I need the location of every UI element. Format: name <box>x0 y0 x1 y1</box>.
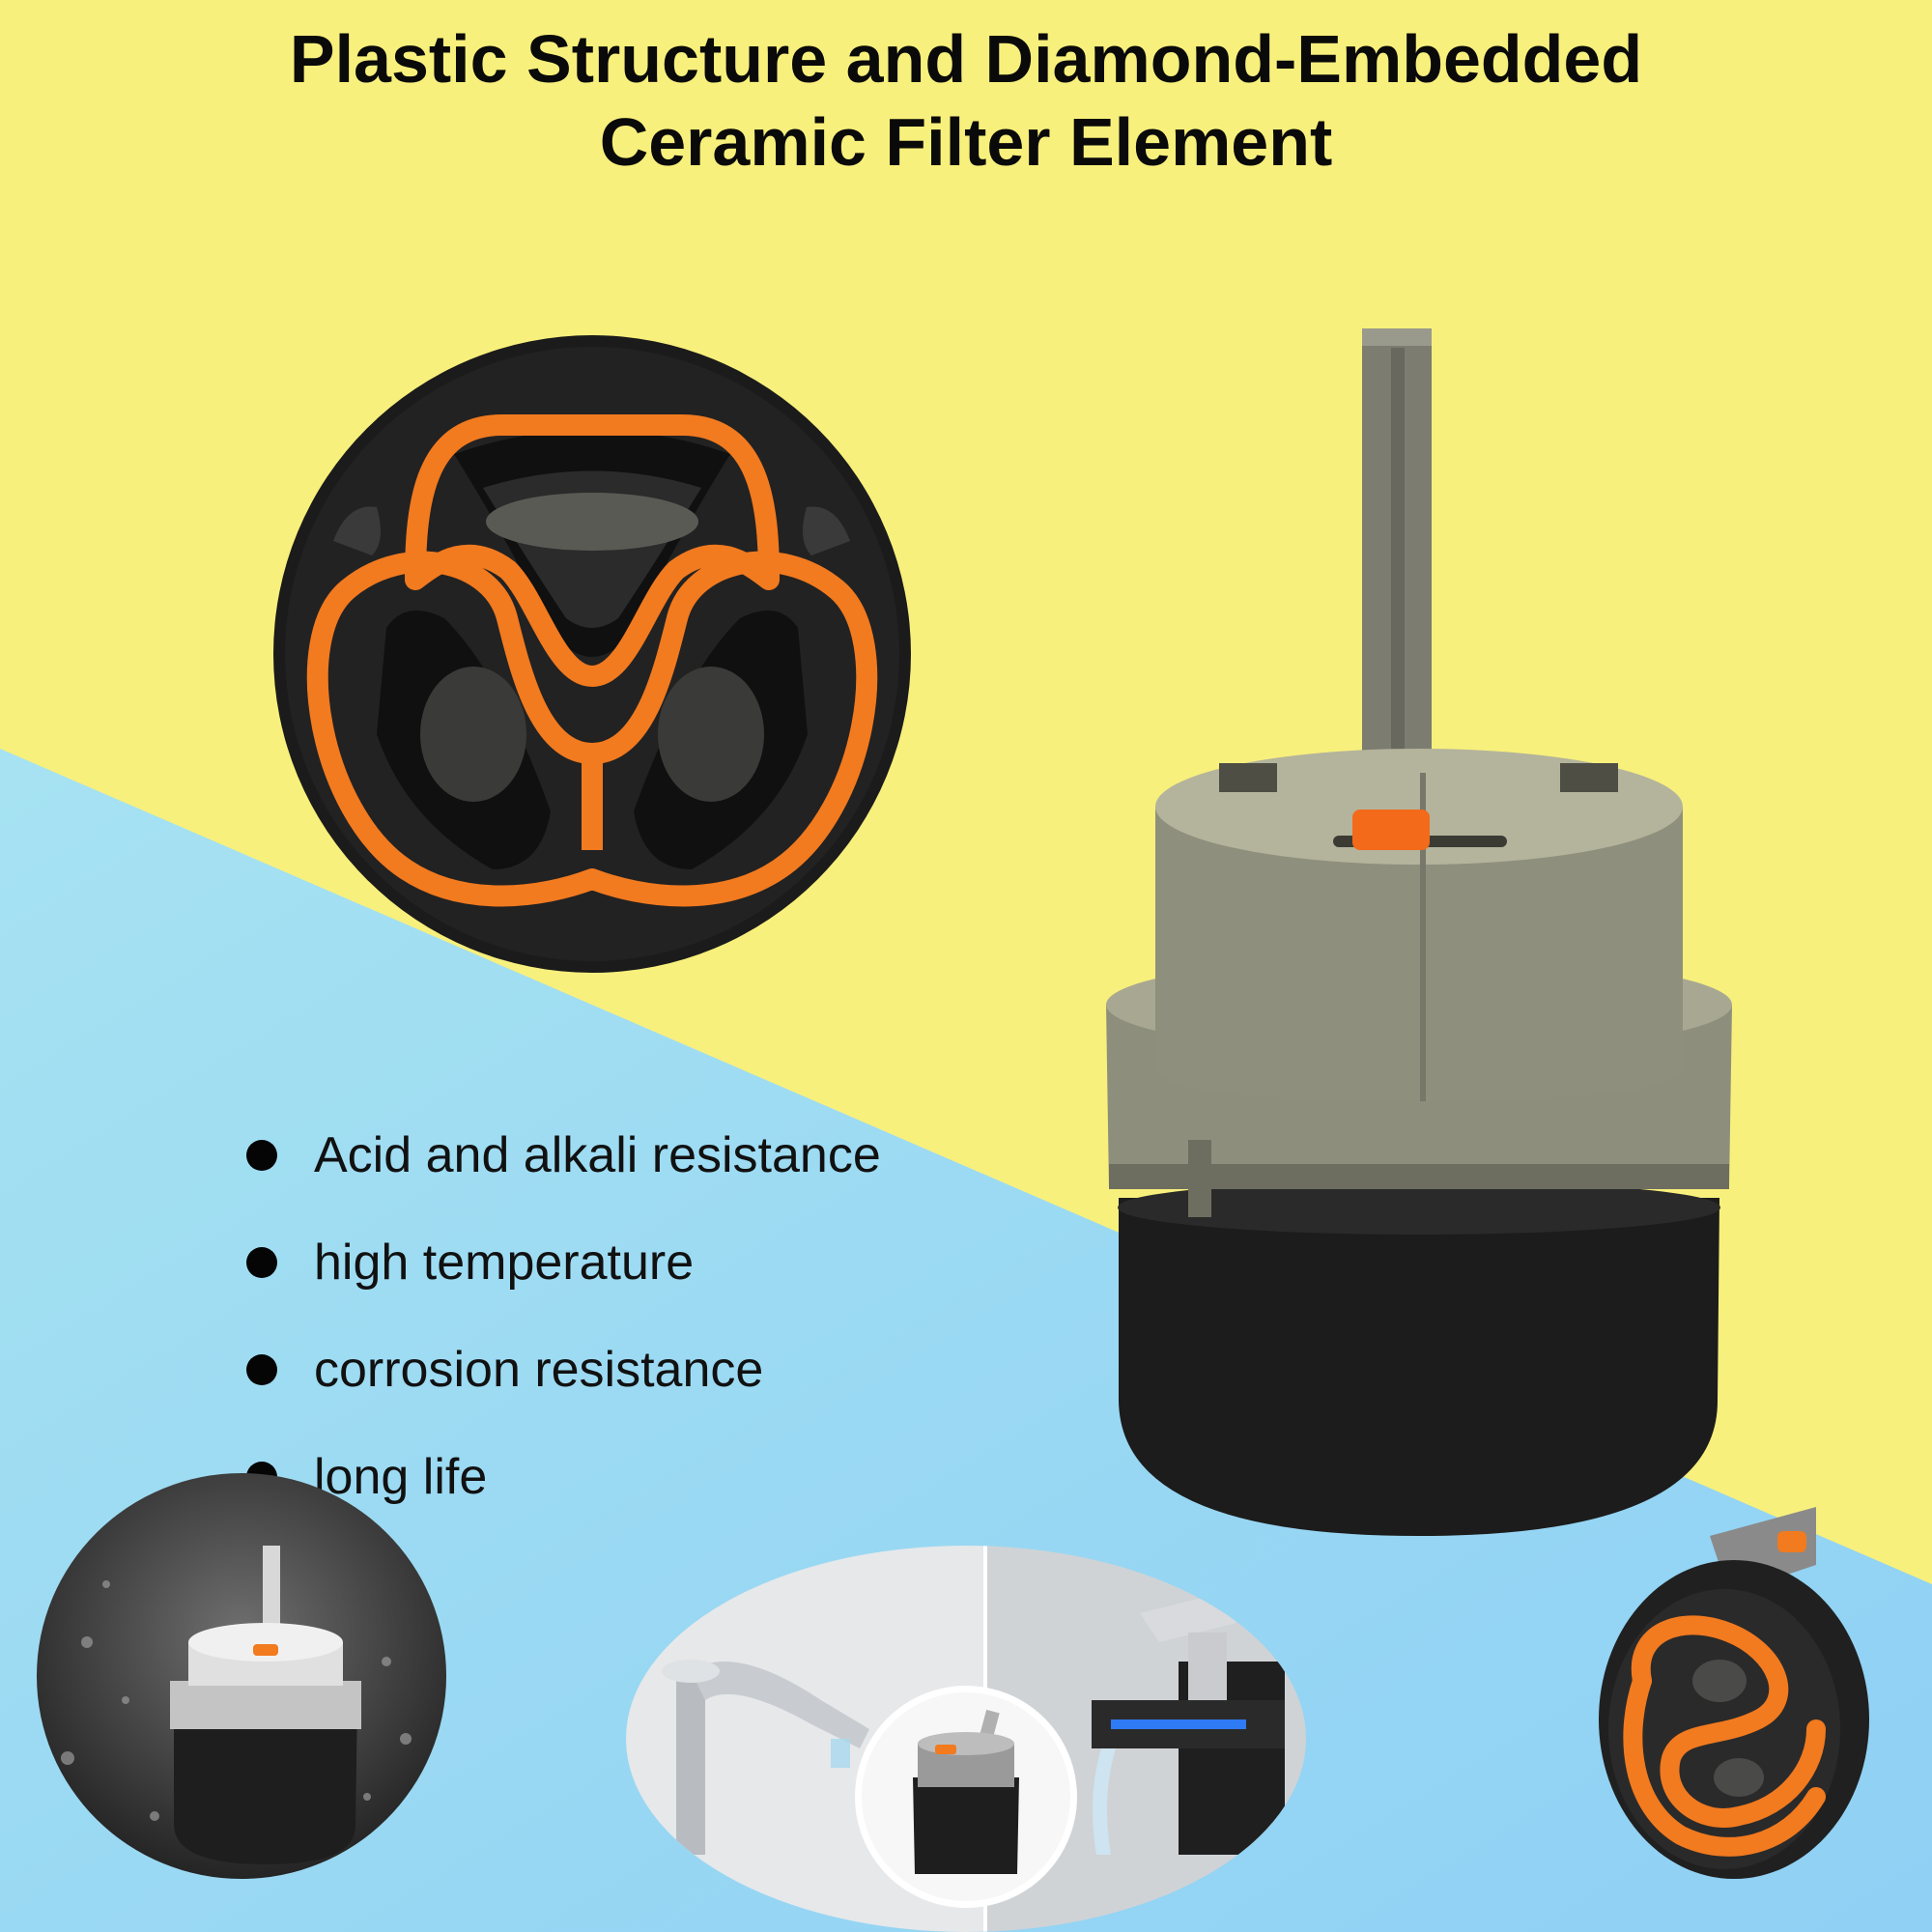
feature-item: corrosion resistance <box>246 1316 881 1423</box>
feature-item: Acid and alkali resistance <box>246 1101 881 1208</box>
title-line-2: Ceramic Filter Element <box>599 104 1333 180</box>
bullet-icon <box>246 1246 277 1278</box>
bullet-icon <box>246 1353 277 1385</box>
page-title: Plastic Structure and Diamond-Embedded C… <box>0 17 1932 184</box>
feature-item: high temperature <box>246 1208 881 1316</box>
bullet-icon <box>246 1461 277 1492</box>
feature-list: Acid and alkali resistance high temperat… <box>246 1101 881 1530</box>
feature-item: long life <box>246 1423 881 1530</box>
title-line-1: Plastic Structure and Diamond-Embedded <box>289 21 1643 97</box>
bullet-icon <box>246 1139 277 1171</box>
